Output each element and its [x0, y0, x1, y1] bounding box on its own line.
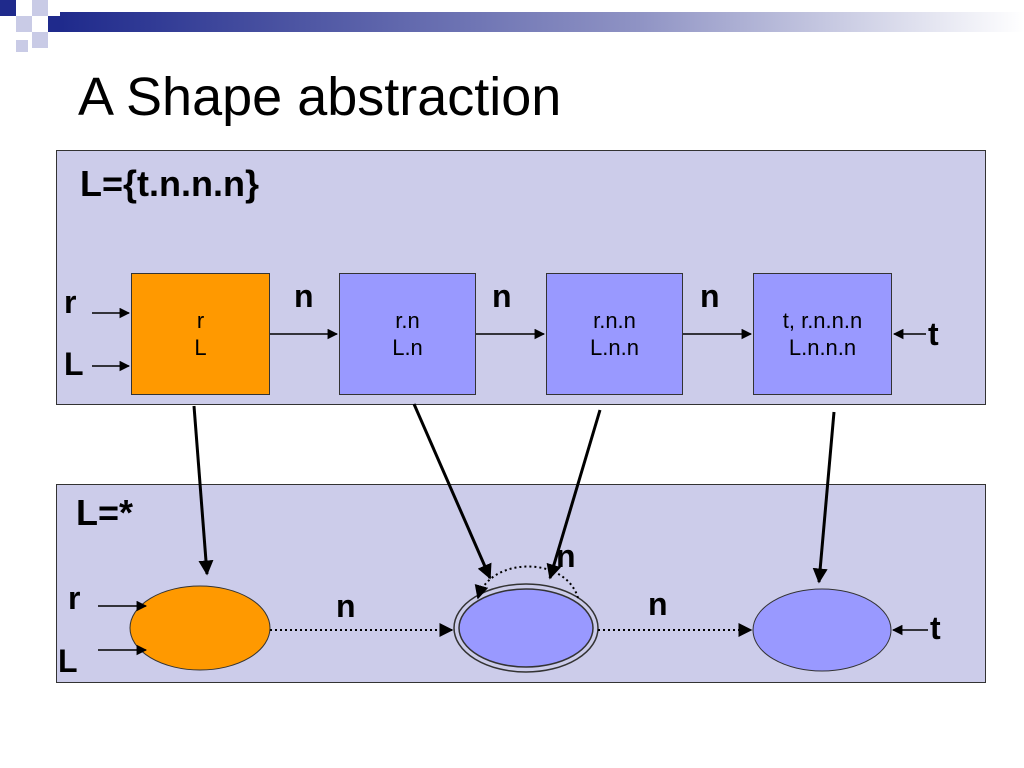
top-edge-label-2: n — [492, 278, 512, 314]
abstract-node-1 — [129, 585, 271, 671]
node-2-line1: r.n — [395, 307, 420, 333]
node-3-line1: r.n.n — [593, 307, 636, 333]
header-decoration — [0, 0, 1024, 52]
top-pointer-label-r: r — [64, 284, 77, 320]
bottom-panel-label: L=* — [76, 492, 134, 533]
top-panel-label: L={t.n.n.n} — [80, 163, 259, 204]
node-4-line2: L.n.n.n — [788, 335, 857, 360]
bottom-pointer-label-r: r — [68, 580, 81, 616]
abstract-node-3 — [752, 588, 892, 672]
top-edge-label-1: n — [294, 278, 314, 314]
bottom-pointer-label-L: L — [58, 643, 78, 679]
bottom-edge-label-1: n — [336, 588, 356, 624]
node-1-line1: r — [196, 307, 205, 333]
bottom-pointer-label-t: t — [930, 610, 941, 646]
bottom-edge-label-2: n — [648, 586, 668, 622]
heap-node-4: t, r.n.n.n L.n.n.n — [753, 273, 892, 395]
top-edge-label-3: n — [700, 278, 720, 314]
node-3-line2: L.n.n — [590, 335, 639, 360]
map-arrow-4 — [812, 411, 836, 584]
map-arrow-1 — [192, 405, 214, 576]
page-title: A Shape abstraction — [78, 67, 562, 127]
node-1-line2: L — [194, 335, 207, 360]
map-arrow-3 — [546, 409, 602, 580]
node-4-line1: t, r.n.n.n — [782, 307, 863, 333]
abstract-node-2 — [458, 588, 594, 668]
map-arrow-2 — [412, 403, 492, 580]
abstract-node-2-outer — [453, 583, 599, 673]
top-pointer-label-L: L — [64, 346, 84, 382]
heap-node-2: r.n L.n — [339, 273, 476, 395]
heap-node-1: r L — [131, 273, 270, 395]
top-pointer-label-t: t — [928, 316, 939, 352]
heap-node-3: r.n.n L.n.n — [546, 273, 683, 395]
node-2-line2: L.n — [392, 335, 423, 360]
